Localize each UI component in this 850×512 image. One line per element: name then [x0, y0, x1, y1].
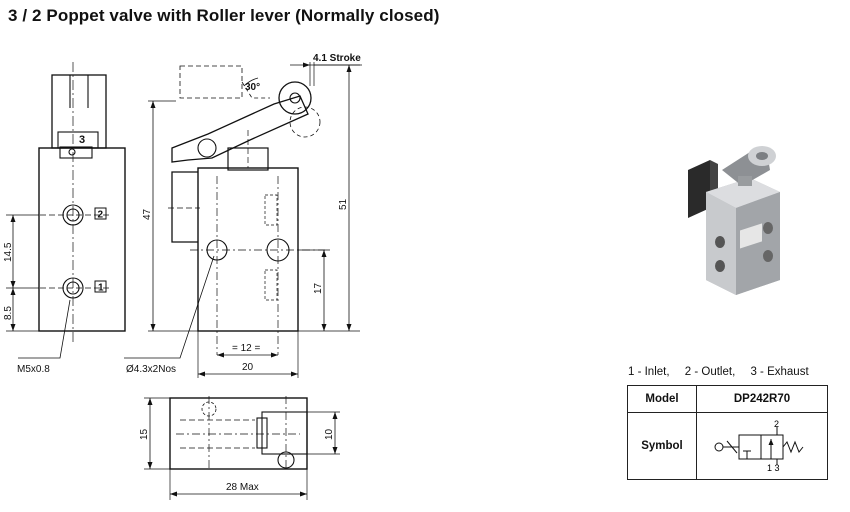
- symbol-port-top: 2: [774, 419, 779, 429]
- dim-47-label: 47: [142, 208, 153, 220]
- valve-symbol-cell: 2 1 3: [696, 412, 828, 480]
- dim-51-label: 51: [338, 198, 349, 210]
- legend-inlet: 1 - Inlet,: [628, 366, 670, 378]
- table-row: Model DP242R70: [627, 385, 828, 413]
- middle-view: [124, 62, 362, 378]
- dim-20-label: 20: [242, 362, 254, 373]
- angle-label: 30°: [245, 82, 260, 93]
- legend-exhaust: 3 - Exhaust: [750, 366, 809, 378]
- spec-table: Model DP242R70 Symbol 2: [627, 385, 828, 480]
- left-view: [6, 62, 126, 359]
- port-2-label: 2: [98, 210, 104, 221]
- dim-14-5-label: 14.5: [3, 242, 14, 262]
- model-header: Model: [627, 385, 697, 413]
- symbol-port-bottom: 1 3: [767, 463, 780, 473]
- symbol-header: Symbol: [627, 412, 697, 480]
- thread-label: M5x0.8: [17, 364, 50, 375]
- dim-17-label: 17: [313, 282, 324, 294]
- dim-28max-label: 28 Max: [226, 482, 259, 493]
- holes-label: Ø4.3x2Nos: [126, 364, 176, 375]
- page-title: 3 / 2 Poppet valve with Roller lever (No…: [8, 6, 440, 25]
- port-legend: 1 - Inlet, 2 - Outlet, 3 - Exhaust: [628, 366, 821, 378]
- dim-8-5-label: 8.5: [3, 306, 14, 320]
- dim-12-label: = 12 =: [232, 343, 261, 354]
- dim-15-label: 15: [139, 428, 150, 440]
- port-3-label: 3: [79, 134, 85, 146]
- bottom-view: [144, 396, 340, 500]
- stroke-label: 4.1 Stroke: [313, 53, 361, 64]
- table-row: Symbol 2 1 3: [627, 412, 828, 480]
- port-1-label: 1: [98, 283, 104, 294]
- legend-outlet: 2 - Outlet,: [684, 366, 736, 378]
- model-value: DP242R70: [696, 385, 828, 413]
- dim-10-label: 10: [324, 428, 335, 440]
- valve-symbol-icon: 2 1 3: [714, 419, 804, 473]
- product-photo: [688, 146, 780, 295]
